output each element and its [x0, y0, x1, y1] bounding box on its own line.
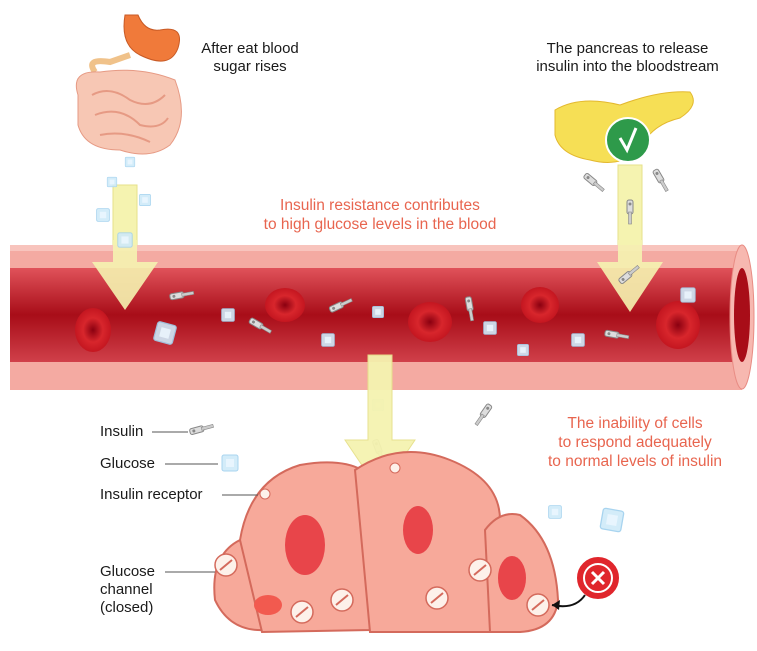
- stomach-intestine-icon: [75, 14, 182, 155]
- legend-channel-line: (closed): [100, 599, 154, 616]
- insulin-receptor-icon: [259, 462, 401, 500]
- resistance-line: to high glucose levels in the blood: [263, 216, 497, 233]
- legend-insulin-receptor: Insulin receptor: [100, 486, 203, 503]
- after-eat-line: After eat blood: [201, 40, 299, 57]
- pancreas-label: The pancreas to release insulin into the…: [515, 40, 740, 76]
- legend-glucose-cube-icon: [221, 454, 239, 472]
- legend-glucose-channel: Glucose channel (closed): [100, 563, 155, 617]
- pancreas-line: insulin into the bloodstream: [536, 58, 719, 75]
- inability-line: to respond adequately: [558, 434, 712, 451]
- inability-line: to normal levels of insulin: [547, 453, 723, 470]
- legend-insulin-key-icon: [188, 422, 215, 436]
- legend-leaders: [152, 431, 258, 573]
- inability-annotation: The inability of cells to respond adequa…: [530, 414, 740, 471]
- legend-channel-line: channel: [100, 581, 153, 598]
- after-eat-line: sugar rises: [213, 58, 287, 75]
- pancreas-line: The pancreas to release: [546, 40, 709, 57]
- resistance-annotation: Insulin resistance contributes to high g…: [230, 196, 530, 234]
- red-blood-cell-icon: [75, 287, 700, 352]
- cross-icon: [551, 555, 621, 610]
- check-icon: [605, 117, 651, 163]
- body-cells: [213, 451, 560, 634]
- resistance-line: Insulin resistance contributes: [280, 197, 480, 214]
- legend-glucose: Glucose: [100, 455, 156, 472]
- after-eat-label: After eat blood sugar rises: [180, 40, 320, 76]
- legend-channel-line: Glucose: [100, 563, 156, 580]
- legend-insulin: Insulin: [100, 423, 144, 440]
- inability-line: The inability of cells: [567, 415, 703, 432]
